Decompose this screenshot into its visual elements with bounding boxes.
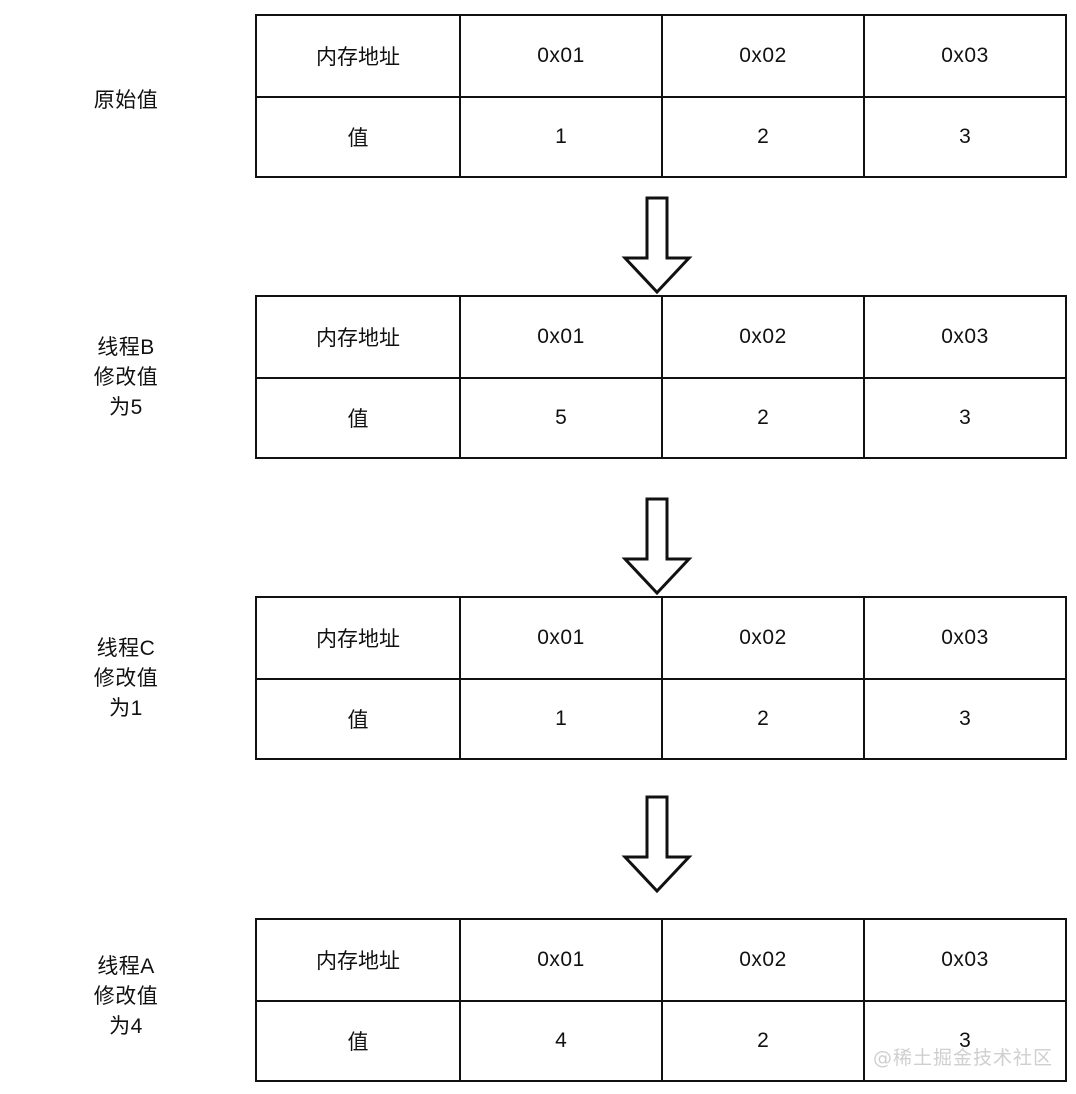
table-row: 值 1 2 3: [255, 96, 1067, 178]
cell-value-0x03: 3: [863, 377, 1067, 459]
cell-address-0x03: 0x03: [863, 918, 1067, 1002]
stage-label-thread-c: 线程C 修改值 为1: [93, 637, 159, 720]
memory-table-original: 内存地址 0x01 0x02 0x03 值 1 2 3: [255, 14, 1067, 178]
stage-label-original: 原始值: [93, 89, 159, 112]
cell-value-0x03: 3: [863, 678, 1067, 760]
cell-address-0x03: 0x03: [863, 14, 1067, 98]
stage-label-thread-a: 线程A 修改值 为4: [93, 955, 159, 1038]
table-row: 内存地址 0x01 0x02 0x03: [255, 596, 1067, 680]
cell-value-0x02: 2: [661, 1000, 865, 1082]
table-row: 值 4 2 3: [255, 1000, 1067, 1082]
stage-label-thread-b: 线程B 修改值 为5: [93, 336, 159, 419]
table-row: 值 1 2 3: [255, 678, 1067, 760]
arrow-down-2: [621, 497, 693, 595]
cell-address-header: 内存地址: [255, 596, 461, 680]
cell-address-header: 内存地址: [255, 14, 461, 98]
cell-address-0x01: 0x01: [459, 14, 663, 98]
cell-address-0x01: 0x01: [459, 295, 663, 379]
cell-value-0x03: 3: [863, 1000, 1067, 1082]
memory-table-thread-b: 内存地址 0x01 0x02 0x03 值 5 2 3: [255, 295, 1067, 459]
cell-value-header: 值: [255, 1000, 461, 1082]
cell-address-header: 内存地址: [255, 295, 461, 379]
table-row: 内存地址 0x01 0x02 0x03: [255, 918, 1067, 1002]
cell-value-0x01: 5: [459, 377, 663, 459]
table-row: 内存地址 0x01 0x02 0x03: [255, 295, 1067, 379]
arrow-down-3: [621, 795, 693, 893]
cell-value-header: 值: [255, 377, 461, 459]
cell-value-0x01: 4: [459, 1000, 663, 1082]
arrow-down-1: [621, 196, 693, 294]
cell-value-0x01: 1: [459, 678, 663, 760]
cell-address-header: 内存地址: [255, 918, 461, 1002]
table-row: 值 5 2 3: [255, 377, 1067, 459]
cell-address-0x01: 0x01: [459, 918, 663, 1002]
memory-table-thread-a: 内存地址 0x01 0x02 0x03 值 4 2 3: [255, 918, 1067, 1082]
cell-value-0x03: 3: [863, 96, 1067, 178]
cell-value-header: 值: [255, 96, 461, 178]
cell-address-0x02: 0x02: [661, 295, 865, 379]
table-row: 内存地址 0x01 0x02 0x03: [255, 14, 1067, 98]
cell-address-0x02: 0x02: [661, 918, 865, 1002]
cell-value-0x01: 1: [459, 96, 663, 178]
cell-value-0x02: 2: [661, 678, 865, 760]
cell-value-header: 值: [255, 678, 461, 760]
cell-address-0x03: 0x03: [863, 596, 1067, 680]
cell-address-0x03: 0x03: [863, 295, 1067, 379]
memory-table-thread-c: 内存地址 0x01 0x02 0x03 值 1 2 3: [255, 596, 1067, 760]
cell-value-0x02: 2: [661, 96, 865, 178]
cell-address-0x01: 0x01: [459, 596, 663, 680]
cell-value-0x02: 2: [661, 377, 865, 459]
cell-address-0x02: 0x02: [661, 14, 865, 98]
cell-address-0x02: 0x02: [661, 596, 865, 680]
